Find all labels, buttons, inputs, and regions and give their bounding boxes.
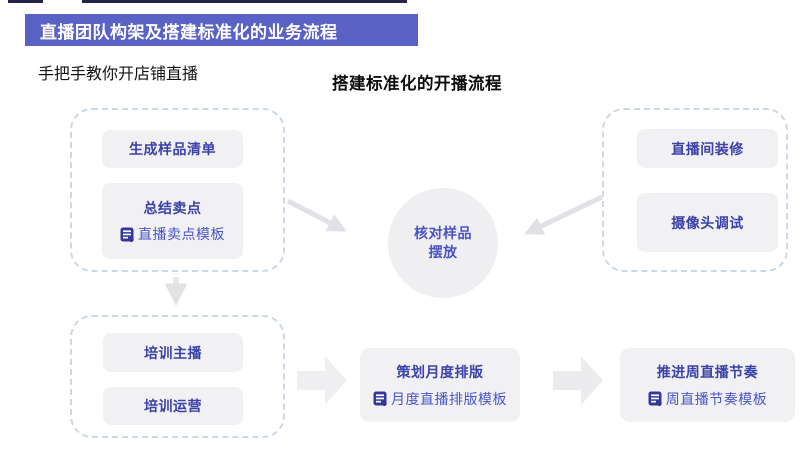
step-label: 推进周直播节奏 — [656, 363, 759, 380]
top-crop-artifact — [8, 0, 43, 3]
template-link-selling-points[interactable]: 直播卖点模板 — [120, 224, 225, 244]
step-card-studio-decoration: 直播间装修 — [637, 129, 778, 168]
step-card-weekly-rhythm: 推进周直播节奏 周直播节奏模板 — [620, 348, 795, 422]
step-card-train-anchor: 培训主播 — [103, 333, 243, 372]
step-card-train-operation: 培训运营 — [103, 387, 243, 425]
subtitle: 手把手教你开店铺直播 — [38, 66, 199, 83]
template-link-monthly-schedule[interactable]: 月度直播排版模板 — [373, 389, 507, 409]
template-doc-icon — [120, 227, 134, 242]
step-card-monthly-schedule: 策划月度排版 月度直播排版模板 — [360, 348, 520, 422]
circle-label-line1: 核对样品 — [414, 225, 472, 242]
arrow-right-to-circle-icon — [524, 194, 604, 235]
block-arrow-training-to-monthly-icon — [297, 356, 347, 405]
page-title-banner: 直播团队构架及搭建标准化的业务流程 — [25, 14, 418, 46]
step-label: 培训运营 — [144, 398, 202, 414]
step-card-summarize-selling-points: 总结卖点 直播卖点模板 — [102, 183, 243, 259]
step-label: 生成样品清单 — [129, 141, 216, 157]
step-label: 直播间装修 — [671, 140, 744, 157]
studio-prep-group — [602, 108, 788, 272]
step-label: 策划月度排版 — [396, 363, 484, 380]
template-link-weekly-rhythm[interactable]: 周直播节奏模板 — [648, 389, 768, 409]
template-link-label: 月度直播排版模板 — [391, 390, 507, 407]
template-doc-icon — [648, 391, 662, 406]
sample-prep-group — [70, 108, 285, 272]
step-label: 摄像头调试 — [671, 214, 744, 231]
step-card-generate-sample-list: 生成样品清单 — [102, 130, 243, 168]
block-arrow-monthly-to-weekly-icon — [553, 356, 603, 405]
section-title: 搭建标准化的开播流程 — [332, 75, 502, 93]
template-doc-icon — [373, 391, 387, 406]
step-label: 培训主播 — [144, 344, 202, 361]
page-title: 直播团队构架及搭建标准化的业务流程 — [40, 22, 338, 42]
top-crop-artifact — [82, 0, 407, 3]
circle-label-line2: 摆放 — [428, 244, 458, 260]
step-card-camera-debug: 摄像头调试 — [637, 193, 778, 252]
template-link-label: 周直播节奏模板 — [665, 390, 768, 407]
step-label: 总结卖点 — [143, 200, 202, 216]
check-sample-circle: 核对样品 摆放 — [388, 188, 498, 298]
template-link-label: 直播卖点模板 — [138, 226, 225, 242]
training-group — [70, 315, 285, 438]
arrow-left-to-circle-icon — [286, 198, 347, 232]
